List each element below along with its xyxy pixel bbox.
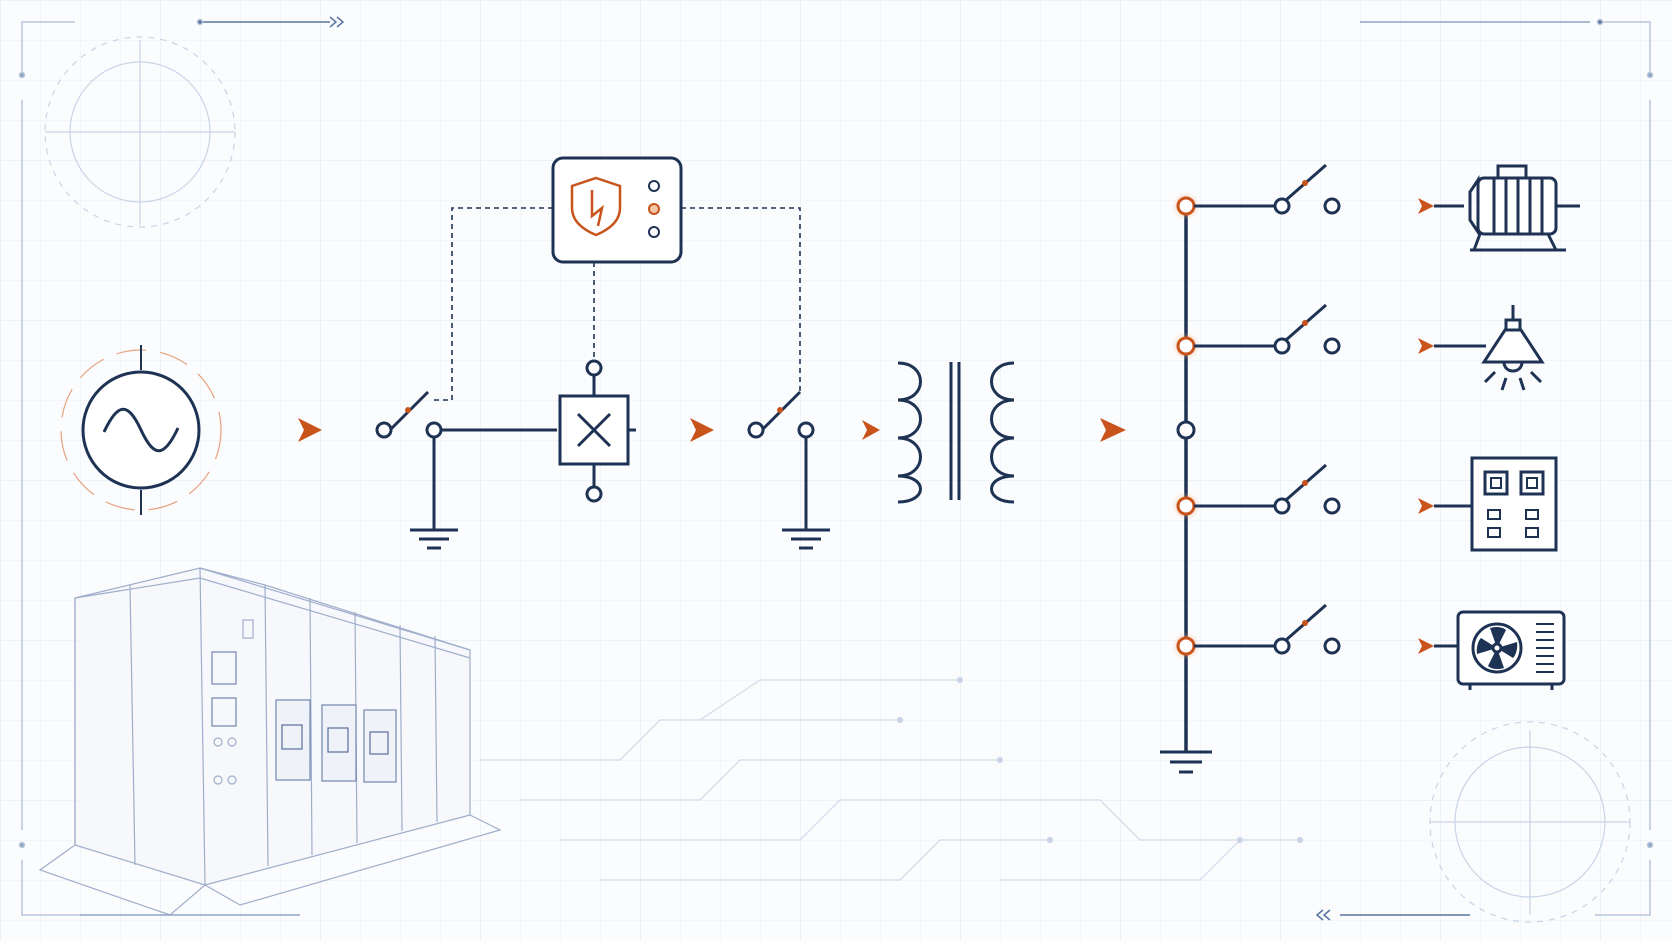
feeder-switches (1194, 163, 1341, 655)
flow-arrow-icon (1418, 198, 1434, 654)
flow-arrow-icon (298, 418, 1126, 442)
circuit-traces (480, 677, 1303, 881)
dial-bottom-right (1429, 721, 1631, 923)
busbar-node (1172, 192, 1200, 660)
feeder-flow (1340, 204, 1420, 648)
busbar-ground (1160, 750, 1212, 774)
ground-icon (410, 437, 458, 550)
switchgear-cabinet-sketch (38, 567, 502, 916)
decorative-frame (18, 16, 1654, 921)
indicator-light-icon (648, 180, 660, 238)
control-wiring (430, 207, 801, 401)
motor-icon (1468, 164, 1580, 252)
isolator-switch-1 (375, 390, 557, 439)
ac-source-icon (60, 345, 222, 515)
control-panel-icon (1470, 456, 1558, 552)
dial-top-left (44, 36, 236, 228)
transformer-icon (897, 361, 1015, 504)
shield-icon (570, 176, 622, 237)
protection-relay (551, 156, 683, 264)
lamp-icon (1481, 305, 1545, 391)
air-conditioner-icon (1456, 610, 1566, 690)
load-leads (1434, 204, 1486, 648)
breaker-icon (558, 359, 636, 503)
ground-icon (782, 437, 830, 550)
